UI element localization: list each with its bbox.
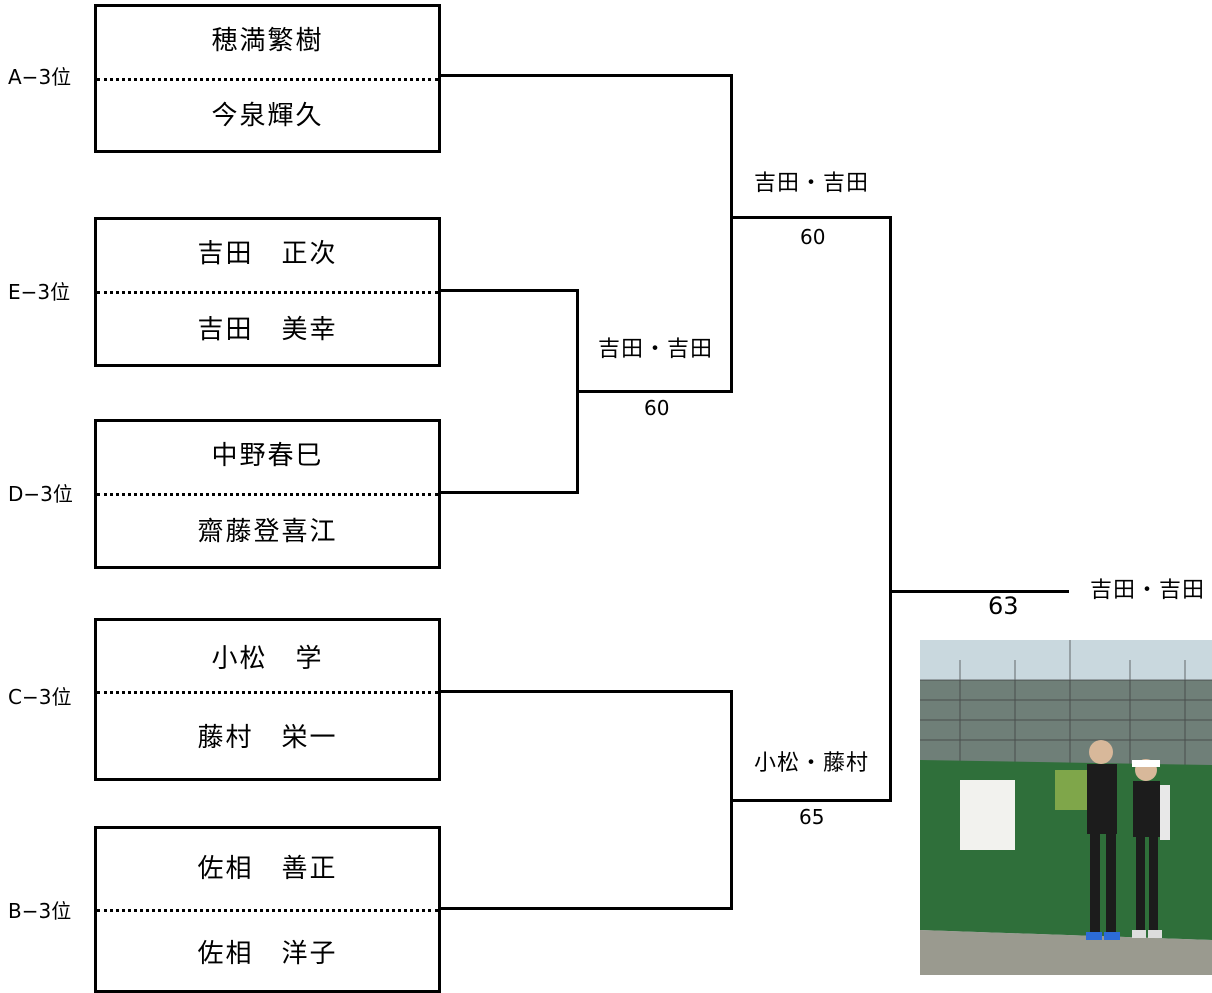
pair-divider <box>97 691 438 694</box>
entry-box-b3: 佐相 善正 佐相 洋子 <box>94 826 441 993</box>
semi-bottom-winner: 小松・藤村 <box>754 751 870 776</box>
bracket-line <box>889 590 1069 593</box>
round1-score: 60 <box>644 396 670 420</box>
semi-bottom-score: 65 <box>799 805 825 829</box>
semi-top-winner: 吉田・吉田 <box>754 171 870 196</box>
bracket-line <box>438 491 579 494</box>
bracket-line <box>730 216 892 219</box>
player1-name: 吉田 正次 <box>197 239 338 269</box>
seed-label-e3: E−3位 <box>8 280 71 304</box>
semi-top-score: 60 <box>800 225 826 249</box>
player2-name: 藤村 栄一 <box>197 723 338 753</box>
seed-label-d3: D−3位 <box>8 482 73 506</box>
champion-name: 吉田・吉田 <box>1090 578 1206 603</box>
seed-label-b3: B−3位 <box>8 899 72 923</box>
player1-name: 中野春巳 <box>211 441 324 471</box>
player1-name: 佐相 善正 <box>197 854 338 884</box>
bracket-line <box>438 74 733 77</box>
round1-winner: 吉田・吉田 <box>598 337 714 362</box>
bracket-line <box>438 907 733 910</box>
player2-name: 齋藤登喜江 <box>197 517 338 547</box>
player2-name: 佐相 洋子 <box>197 939 338 969</box>
seed-label-a3: A−3位 <box>8 65 72 89</box>
pair-divider <box>97 909 438 912</box>
player1-name: 小松 学 <box>211 644 324 674</box>
winners-photo <box>920 640 1212 975</box>
entry-box-c3: 小松 学 藤村 栄一 <box>94 618 441 781</box>
bracket-line <box>730 799 892 802</box>
pair-divider <box>97 291 438 294</box>
winners-photo-icon <box>920 640 1212 975</box>
bracket-line <box>730 74 733 393</box>
seed-label-c3: C−3位 <box>8 685 72 709</box>
bracket-line <box>438 289 579 292</box>
pair-divider <box>97 493 438 496</box>
pair-divider <box>97 77 438 81</box>
player2-name: 今泉輝久 <box>211 101 324 131</box>
player2-name: 吉田 美幸 <box>197 315 338 345</box>
entry-box-d3: 中野春巳 齋藤登喜江 <box>94 419 441 569</box>
player1-name: 穂満繁樹 <box>211 26 324 56</box>
bracket-line <box>889 216 892 802</box>
bracket-line <box>576 390 733 393</box>
final-score: 63 <box>988 592 1019 620</box>
entry-box-a3: 穂満繁樹 今泉輝久 <box>94 4 441 153</box>
bracket-line <box>438 690 733 693</box>
entry-box-e3: 吉田 正次 吉田 美幸 <box>94 217 441 367</box>
